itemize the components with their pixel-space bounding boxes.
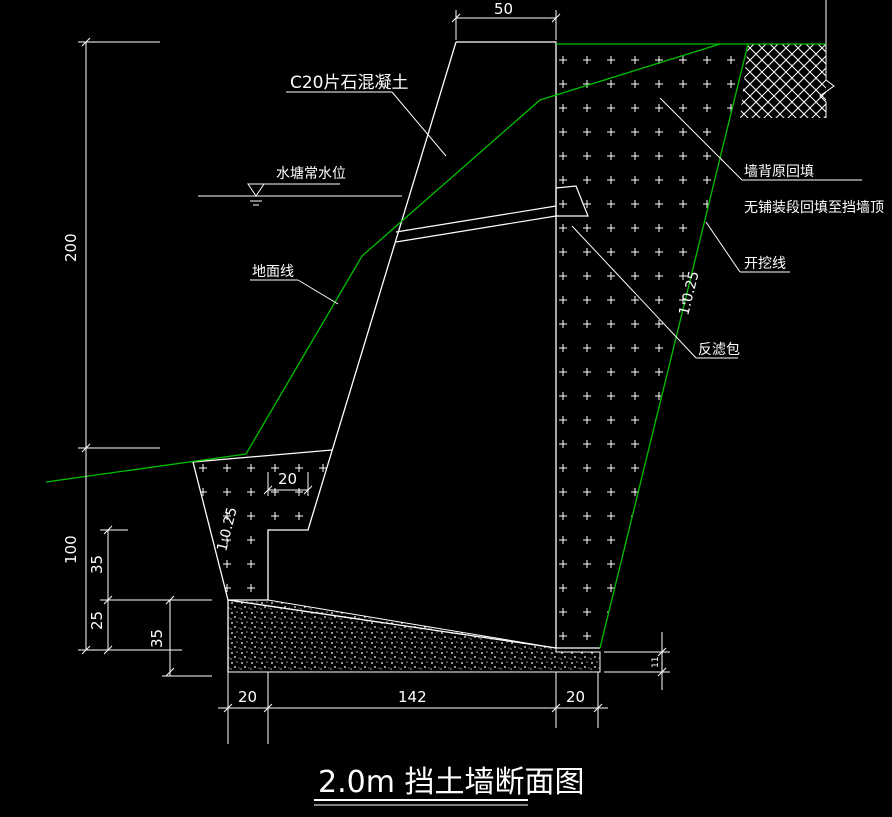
- original-ground-hatch: [740, 44, 826, 118]
- ground-line-leader: [250, 279, 339, 305]
- ground-line-label: 地面线: [252, 264, 294, 280]
- backfill-leader: [659, 97, 862, 181]
- green-lines: [45, 43, 826, 649]
- backfill-label-2: 无铺装段回填至挡墙顶: [744, 200, 884, 216]
- dim-base-height: 100: [62, 535, 80, 564]
- filter-bag-label: 反滤包: [698, 342, 740, 358]
- dimensions: [78, 10, 670, 744]
- dim-bottom-left: 20: [238, 688, 257, 706]
- excavation-line: [599, 43, 749, 649]
- filter-bag: [555, 185, 589, 217]
- drain-pipe: [395, 205, 557, 243]
- backfill-region: [556, 44, 748, 648]
- excavation-label: 开挖线: [744, 256, 786, 272]
- dim-base-right-h: 35: [148, 629, 166, 648]
- backfill-label-1: 墙背原回填: [744, 164, 814, 180]
- gravel-base: [227, 599, 601, 673]
- material-label: C20片石混凝土: [290, 73, 409, 93]
- filter-bag-leader: [571, 225, 738, 359]
- dim-wall-height: 200: [62, 233, 80, 262]
- drawing-title: 2.0m 挡土墙断面图: [318, 765, 584, 800]
- material-leader: [286, 91, 447, 157]
- ground-line: [45, 43, 721, 483]
- dim-toe-h1: 35: [88, 555, 106, 574]
- ground-break-mark: [819, 44, 835, 118]
- dim-small-right: 11: [651, 657, 661, 668]
- dim-bottom-right: 20: [566, 688, 585, 706]
- toe-fill-region: [193, 450, 332, 600]
- dim-top-width: 50: [494, 0, 513, 18]
- dim-toe-step-width: 20: [278, 470, 297, 488]
- excavation-leader: [705, 221, 790, 273]
- water-level-symbol: [198, 183, 402, 206]
- water-level-label: 水塘常水位: [276, 166, 346, 182]
- dim-bottom-mid: 142: [398, 688, 427, 706]
- dim-toe-h2: 25: [88, 611, 106, 630]
